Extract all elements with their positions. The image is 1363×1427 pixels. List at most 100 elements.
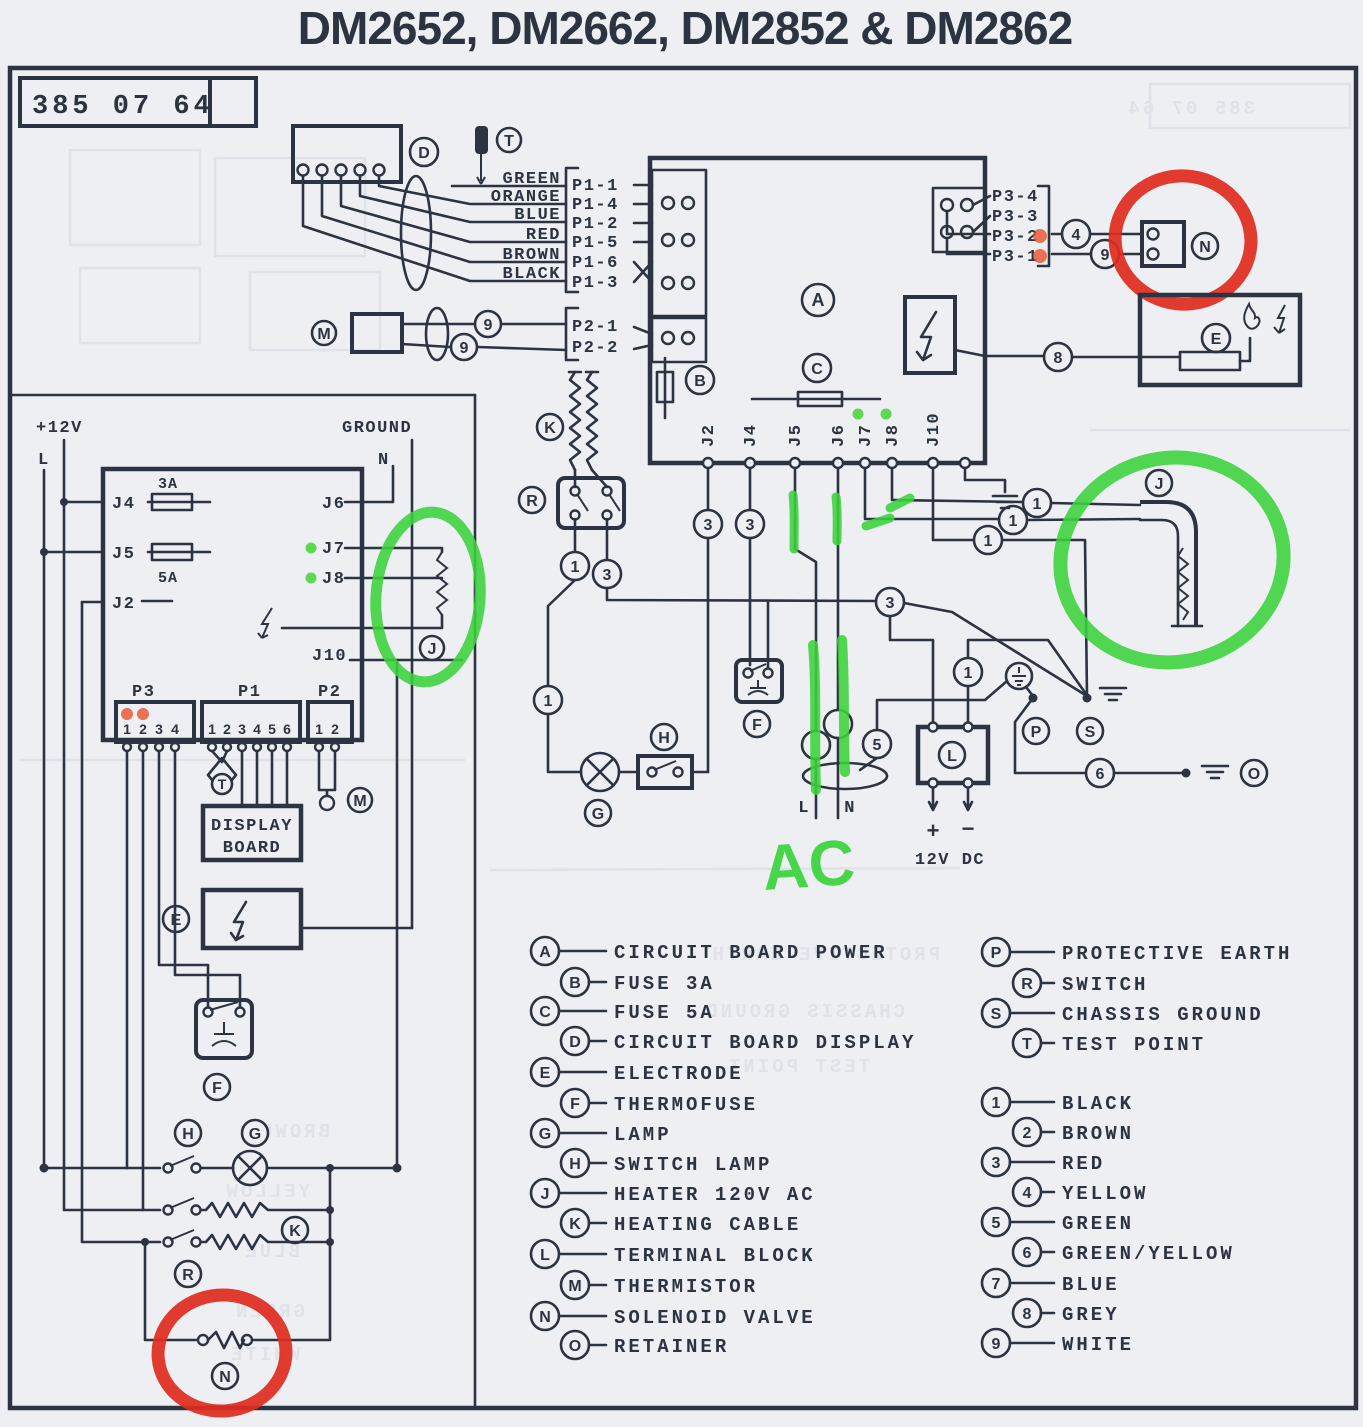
supply-label: 12V DC bbox=[915, 851, 985, 870]
thermistor-m: M 9 9 bbox=[310, 306, 568, 362]
flame-icon bbox=[1243, 301, 1261, 330]
svg-text:RED: RED bbox=[1062, 1153, 1105, 1175]
svg-text:3: 3 bbox=[155, 721, 163, 737]
svg-text:BLUE: BLUE bbox=[514, 206, 561, 225]
svg-text:THERMOFUSE: THERMOFUSE bbox=[614, 1094, 758, 1116]
wire-marker-3: 3 bbox=[746, 517, 755, 534]
solenoid-valve-top: 4 9 N bbox=[1050, 218, 1220, 270]
svg-text:J6: J6 bbox=[322, 495, 345, 514]
svg-text:3: 3 bbox=[238, 721, 246, 737]
p2-pin-labels: P2-1 P2-2 bbox=[564, 306, 654, 362]
svg-text:J7: J7 bbox=[322, 540, 345, 559]
wire-marker-1: 1 bbox=[984, 533, 993, 550]
p3-connector bbox=[931, 186, 992, 256]
plus-12v-label: +12V bbox=[36, 419, 83, 438]
test-point-t: T bbox=[475, 126, 523, 185]
supply-plus: + bbox=[927, 818, 940, 843]
label-r: R bbox=[526, 493, 538, 510]
svg-text:J8: J8 bbox=[884, 424, 903, 447]
label-h: H bbox=[182, 1126, 194, 1143]
chassis-ground-icon bbox=[1200, 764, 1230, 780]
ac-annotation: AC bbox=[760, 826, 857, 904]
svg-text:L: L bbox=[540, 1247, 550, 1264]
ac-neutral-label: N bbox=[844, 799, 856, 818]
neutral-label: N bbox=[378, 451, 390, 470]
svg-text:2: 2 bbox=[1023, 1125, 1032, 1142]
fuse-c: C bbox=[750, 352, 882, 408]
red-dot-annotation bbox=[1033, 229, 1047, 243]
svg-text:BOARD: BOARD bbox=[223, 839, 282, 858]
svg-text:1: 1 bbox=[315, 721, 323, 737]
heating-cable-k: K bbox=[535, 370, 600, 472]
svg-text:3: 3 bbox=[992, 1155, 1001, 1172]
svg-text:GREEN: GREEN bbox=[502, 170, 561, 189]
svg-text:8: 8 bbox=[1023, 1306, 1032, 1323]
svg-text:SWITCH: SWITCH bbox=[1062, 974, 1148, 996]
svg-text:9: 9 bbox=[992, 1336, 1001, 1353]
chassis-ground-icon bbox=[991, 494, 1019, 510]
page-title: DM2652, DM2662, DM2852 & DM2862 bbox=[298, 2, 1072, 54]
svg-text:GREEN: GREEN bbox=[1062, 1213, 1134, 1235]
svg-text:4: 4 bbox=[171, 721, 179, 737]
svg-text:5: 5 bbox=[992, 1215, 1001, 1232]
left-panel: +12V L GROUND N J4 3A J5 5A J2 J6 J7 J8 … bbox=[36, 419, 464, 1391]
svg-text:P1: P1 bbox=[238, 683, 261, 702]
red-dot-annotation bbox=[121, 708, 133, 720]
red-circle-annotation-top bbox=[1108, 169, 1258, 311]
svg-text:2: 2 bbox=[331, 721, 339, 737]
svg-text:J10: J10 bbox=[312, 647, 347, 666]
connector-pins bbox=[121, 741, 341, 753]
svg-text:O: O bbox=[569, 1338, 581, 1355]
heater-j: J bbox=[1138, 468, 1204, 628]
test-point-t-left: T bbox=[206, 749, 238, 796]
svg-text:J6: J6 bbox=[830, 424, 849, 447]
wire-marker-3: 3 bbox=[603, 567, 612, 584]
svg-text:BLUE: BLUE bbox=[242, 1241, 300, 1263]
supply-minus: − bbox=[962, 816, 975, 841]
label-c: C bbox=[811, 361, 823, 378]
green-marker-annotations: AC bbox=[760, 490, 915, 904]
label-n: N bbox=[219, 1369, 231, 1386]
svg-text:LAMP: LAMP bbox=[614, 1124, 672, 1146]
green-led-dot bbox=[305, 542, 317, 554]
svg-text:1: 1 bbox=[208, 721, 216, 737]
svg-text:TEST POINT: TEST POINT bbox=[1062, 1034, 1206, 1056]
ref-number-box-tab bbox=[208, 76, 258, 128]
label-a: A bbox=[812, 290, 825, 310]
lightning-icon bbox=[257, 607, 273, 639]
label-k: K bbox=[544, 420, 556, 437]
svg-text:F: F bbox=[570, 1096, 580, 1113]
circuit-board-a: A B C J2 J4 J5 bbox=[647, 155, 992, 470]
ignition-module bbox=[903, 295, 957, 375]
svg-text:6: 6 bbox=[1023, 1245, 1032, 1262]
label-g: G bbox=[592, 806, 604, 823]
svg-text:7: 7 bbox=[992, 1276, 1001, 1293]
svg-text:SWITCH LAMP: SWITCH LAMP bbox=[614, 1154, 772, 1176]
label-d: D bbox=[418, 145, 430, 162]
label-j: J bbox=[428, 641, 437, 658]
label-m: M bbox=[353, 793, 366, 810]
wire-marker-1: 1 bbox=[1033, 496, 1042, 513]
label-g: G bbox=[249, 1126, 261, 1143]
svg-text:P1-5: P1-5 bbox=[572, 234, 619, 253]
ghost-ref: 385 07 64 bbox=[1125, 98, 1255, 120]
svg-text:J: J bbox=[541, 1186, 550, 1203]
svg-text:P3-4: P3-4 bbox=[992, 188, 1039, 207]
svg-text:T: T bbox=[1022, 1036, 1032, 1053]
svg-text:RETAINER: RETAINER bbox=[614, 1336, 729, 1358]
svg-text:CHASSIS GROUND: CHASSIS GROUND bbox=[703, 1001, 905, 1023]
svg-text:BLUE: BLUE bbox=[1062, 1274, 1120, 1296]
svg-text:PROTECTIVE EARTH: PROTECTIVE EARTH bbox=[1062, 943, 1292, 965]
svg-text:FUSE 5A: FUSE 5A bbox=[614, 1002, 715, 1024]
label-n: N bbox=[1199, 239, 1211, 256]
svg-text:BROWN: BROWN bbox=[1062, 1123, 1134, 1145]
wire-marker-1: 1 bbox=[571, 559, 580, 576]
svg-text:J4: J4 bbox=[742, 424, 761, 447]
svg-text:4: 4 bbox=[1023, 1185, 1032, 1202]
svg-text:WHITE: WHITE bbox=[1062, 1334, 1134, 1356]
svg-text:E: E bbox=[540, 1065, 551, 1082]
svg-text:G: G bbox=[539, 1126, 551, 1143]
svg-text:CIRCUIT BOARD POWER: CIRCUIT BOARD POWER bbox=[614, 942, 888, 964]
svg-text:1: 1 bbox=[123, 721, 131, 737]
wire-marker-3: 3 bbox=[704, 517, 713, 534]
